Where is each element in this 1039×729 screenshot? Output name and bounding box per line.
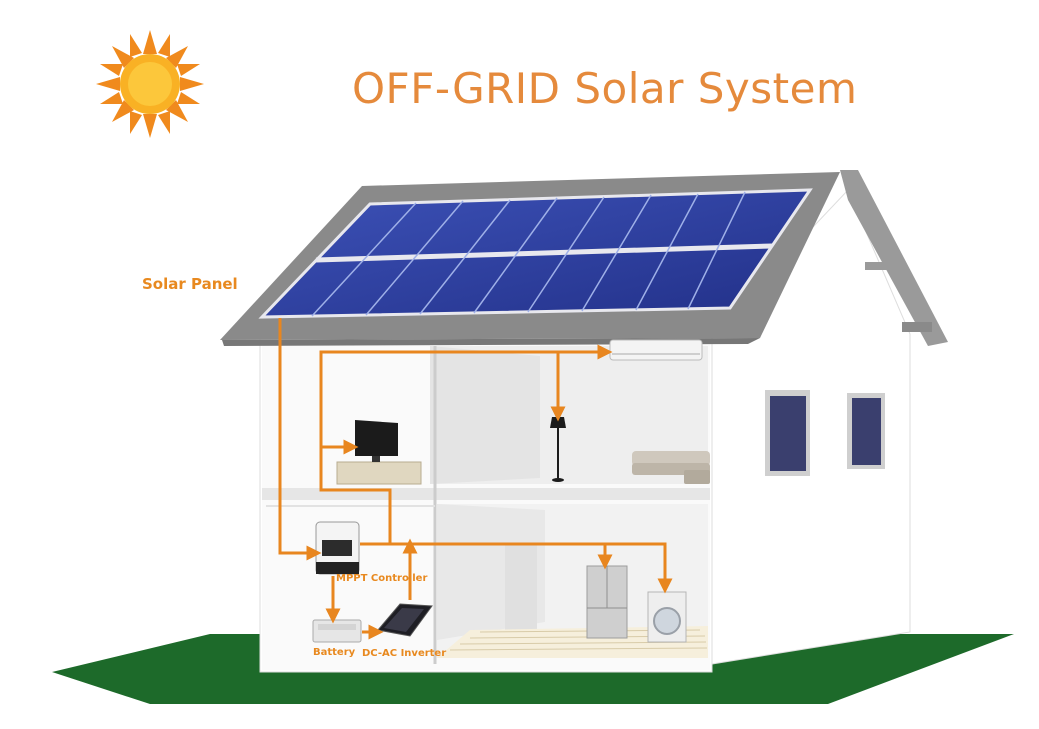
washing-machine-icon: [647, 591, 687, 643]
solar-panel-label: Solar Panel: [142, 275, 238, 293]
air-conditioner-icon: [609, 339, 703, 361]
refrigerator-icon: [586, 565, 628, 639]
sun-icon: [96, 30, 204, 138]
battery-icon: [312, 619, 362, 643]
roof-gable-edge: [840, 170, 948, 346]
tv-icon: [336, 420, 422, 485]
flow-riser: [319, 344, 613, 544]
flow-main-bus: [360, 542, 673, 594]
page-title: OFF-GRID Solar System: [352, 64, 858, 113]
mppt-controller-label: MPPT Controller: [336, 573, 428, 584]
inverter-icon: [377, 603, 433, 637]
solar-panel-icon: [258, 188, 813, 319]
energy-flow-lines: [278, 318, 673, 640]
mppt-controller-icon: [315, 521, 360, 575]
battery-label: Battery: [313, 647, 356, 658]
flow-panel-to-mppt: [278, 318, 322, 561]
inverter-label: DC-AC Inverter: [362, 648, 447, 659]
sofa-icon: [632, 451, 710, 484]
